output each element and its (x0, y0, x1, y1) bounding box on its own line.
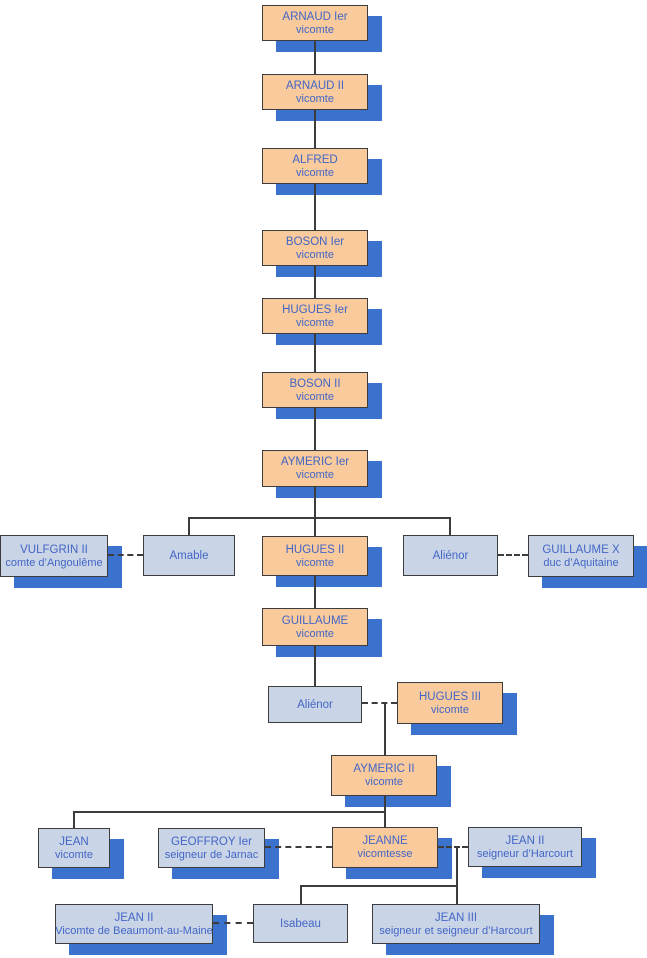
descent-line-vertical (300, 885, 302, 904)
descent-line-vertical (456, 847, 458, 887)
person-name: HUGUES Ier (282, 303, 348, 316)
person-title: vicomte (296, 92, 334, 105)
descent-line-vertical (314, 517, 316, 536)
person-name: JEANNE (362, 835, 408, 847)
person-name: HUGUES II (285, 543, 345, 556)
person-name: JEAN II (505, 834, 545, 847)
descent-line-vertical (314, 184, 316, 230)
descent-line-vertical (384, 703, 386, 755)
person-title: vicomte (296, 627, 334, 640)
person-name: VULFGRIN II (20, 543, 88, 556)
person-name: Amable (169, 549, 209, 562)
person-title: vicomtesse (357, 848, 413, 860)
person-name: JEAN III (434, 911, 478, 924)
person-title: Vicomte de Beaumont-au-Maine (55, 924, 213, 937)
person-name: JEAN II (114, 911, 154, 924)
person-name: HUGUES III (419, 690, 481, 703)
person-name: GUILLAUME X (542, 543, 620, 556)
descent-line-vertical (456, 885, 458, 904)
person-title: vicomte (296, 390, 334, 403)
person-title: seigneur et seigneur d’Harcourt (379, 924, 533, 937)
person-box-amable[interactable]: Amable (143, 535, 235, 576)
descent-line-vertical (449, 517, 451, 535)
descent-line-vertical (314, 576, 316, 608)
person-title: seigneur d’Harcourt (477, 847, 573, 860)
marriage-dashed-line (108, 554, 143, 556)
person-title: vicomte (365, 776, 403, 788)
descent-line-vertical (384, 796, 386, 812)
marriage-dashed-line (265, 846, 332, 848)
person-name: Aliénor (297, 698, 333, 711)
person-title: vicomte (296, 316, 334, 329)
person-name: GUILLAUME (281, 614, 349, 627)
person-box-isabeau[interactable]: Isabeau (253, 904, 348, 943)
descent-line-vertical (314, 646, 316, 686)
descent-line-vertical (314, 41, 316, 74)
person-name: BOSON II (289, 377, 341, 390)
descent-line-horizontal (300, 885, 457, 887)
person-name: AYMERIC Ier (280, 456, 350, 468)
person-title: vicomte (296, 469, 334, 481)
descent-line-vertical (384, 811, 386, 827)
person-box-alienor-2[interactable]: Aliénor (268, 686, 362, 723)
person-name: ARNAUD II (285, 79, 345, 92)
person-title: vicomte (431, 703, 469, 716)
person-name: JEAN (59, 835, 89, 848)
marriage-dashed-line (498, 554, 528, 556)
marriage-dashed-line (213, 922, 253, 924)
person-title: comte d’Angoulême (5, 556, 103, 569)
person-name: BOSON Ier (285, 235, 345, 248)
marriage-dashed-line (362, 702, 397, 704)
person-title: vicomte (296, 556, 334, 569)
person-title: duc d’Aquitaine (543, 556, 619, 569)
person-name: AYMERIC II (353, 763, 415, 775)
marriage-dashed-line (438, 846, 468, 848)
descent-line-vertical (314, 408, 316, 450)
descent-line-horizontal (73, 811, 385, 813)
descent-line-horizontal (189, 517, 450, 519)
person-name: GEOFFROY Ier (171, 835, 252, 848)
person-title: vicomte (55, 848, 93, 861)
person-name: Aliénor (432, 549, 469, 562)
descent-line-vertical (314, 266, 316, 298)
person-title: seigneur de Jarnac (164, 848, 259, 861)
person-name: Isabeau (280, 917, 321, 930)
person-title: vicomte (296, 23, 334, 36)
person-name: ALFRED (292, 153, 338, 166)
person-title: vicomte (296, 166, 334, 179)
descent-line-vertical (73, 811, 75, 828)
descent-line-vertical (314, 487, 316, 518)
descent-line-vertical (188, 517, 190, 535)
person-name: ARNAUD Ier (282, 10, 348, 23)
descent-line-vertical (314, 334, 316, 372)
person-box-alienor-1[interactable]: Aliénor (403, 535, 498, 576)
person-title: vicomte (296, 248, 334, 261)
descent-line-vertical (314, 110, 316, 148)
